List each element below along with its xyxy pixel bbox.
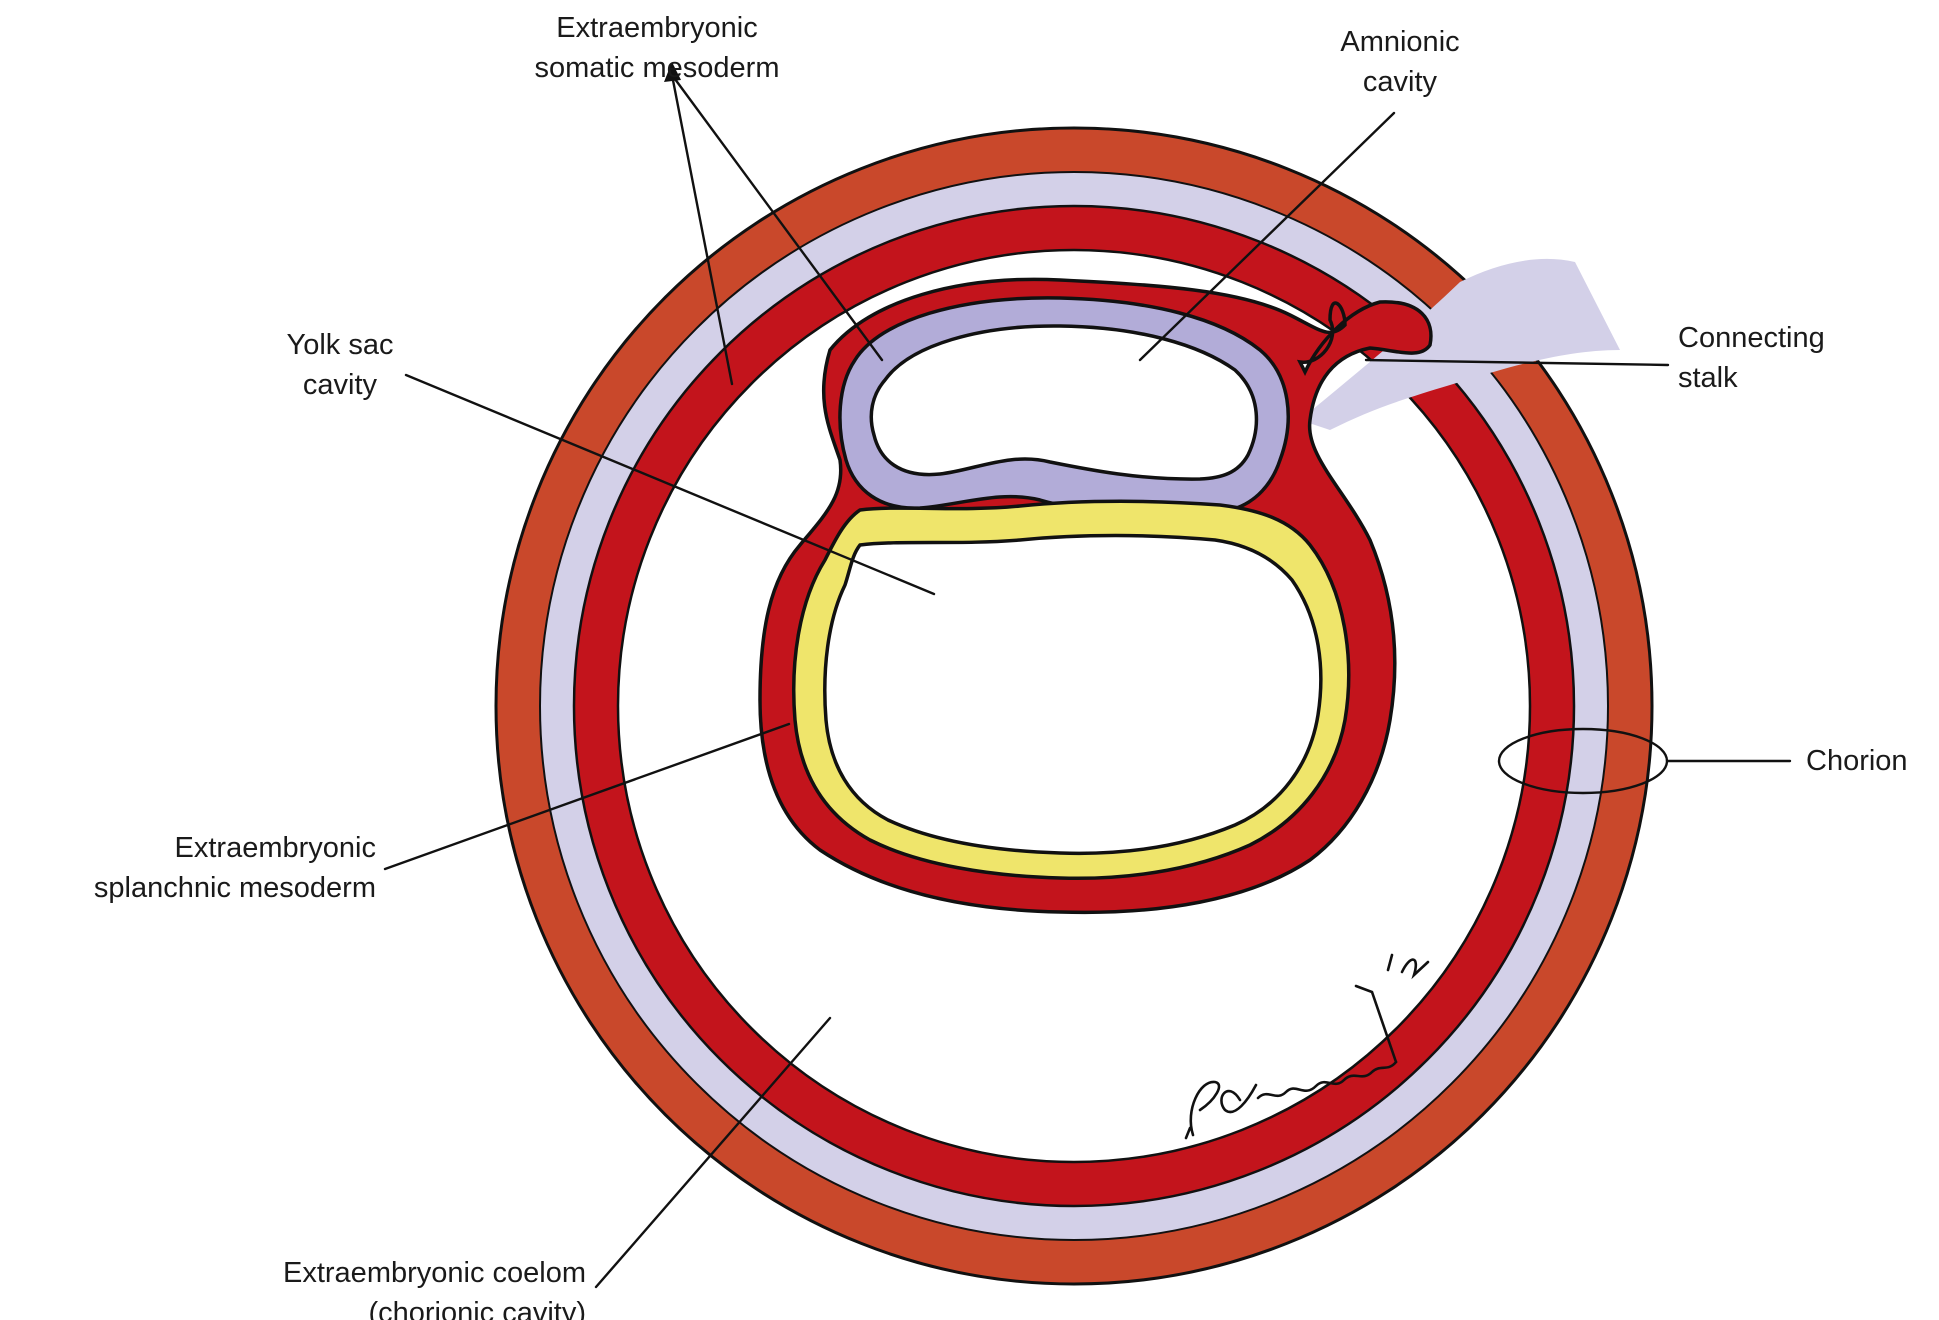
label-yolk-line2: cavity	[250, 365, 430, 405]
label-coelom-line2: (chorionic cavity)	[190, 1293, 586, 1320]
label-somatic-line1: Extraembryonic	[472, 8, 842, 48]
label-extraembryonic-splanchnic-mesoderm: Extraembryonic splanchnic mesoderm	[10, 828, 376, 908]
amnionic-cavity	[871, 326, 1256, 479]
label-amnionic-line1: Amnionic	[1300, 22, 1500, 62]
label-somatic-line2: somatic mesoderm	[472, 48, 842, 88]
label-yolk-line1: Yolk sac	[250, 325, 430, 365]
label-coelom-line1: Extraembryonic coelom	[190, 1253, 586, 1293]
label-splanchnic-line1: Extraembryonic	[10, 828, 376, 868]
label-connecting-line2: stalk	[1678, 358, 1898, 398]
label-chorion-line1: Chorion	[1806, 741, 1936, 781]
label-extraembryonic-somatic-mesoderm: Extraembryonic somatic mesoderm	[472, 8, 842, 88]
label-connecting-line1: Connecting	[1678, 318, 1898, 358]
label-splanchnic-line2: splanchnic mesoderm	[10, 868, 376, 908]
label-extraembryonic-coelom: Extraembryonic coelom (chorionic cavity)	[190, 1253, 586, 1320]
label-yolk-sac-cavity: Yolk sac cavity	[250, 325, 430, 405]
label-amnionic-cavity: Amnionic cavity	[1300, 22, 1500, 102]
yolk-sac-cavity	[825, 536, 1321, 854]
label-connecting-stalk: Connecting stalk	[1678, 318, 1898, 398]
label-chorion: Chorion	[1806, 741, 1936, 781]
label-amnionic-line2: cavity	[1300, 62, 1500, 102]
